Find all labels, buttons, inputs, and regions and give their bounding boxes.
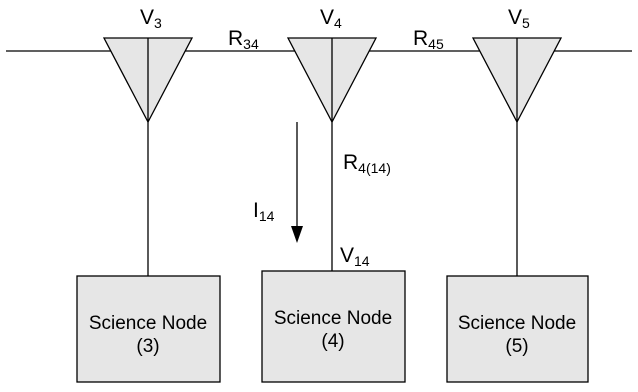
science-node-4-line2: (4) bbox=[321, 331, 344, 352]
science-node-3-line2: (3) bbox=[136, 336, 159, 357]
science-node-4-line1: Science Node bbox=[274, 308, 392, 329]
science-node-3: Science Node (3) bbox=[76, 275, 221, 383]
science-node-5-line2: (5) bbox=[505, 336, 528, 357]
voltage-label-v3: V3 bbox=[140, 6, 162, 31]
branching-unit-4 bbox=[286, 37, 378, 124]
science-node-3-line1: Science Node bbox=[89, 313, 207, 334]
science-node-5-line1: Science Node bbox=[458, 313, 576, 334]
current-arrow bbox=[291, 122, 303, 243]
voltage-label-v4: V4 bbox=[320, 6, 342, 31]
voltage-label-v14: V14 bbox=[340, 244, 370, 269]
science-node-4: Science Node (4) bbox=[261, 270, 406, 383]
voltage-label-v5: V5 bbox=[508, 6, 530, 31]
current-label-i14: I14 bbox=[253, 199, 275, 224]
resistance-label-r4-14: R4(14) bbox=[343, 151, 391, 176]
science-node-5: Science Node (5) bbox=[446, 275, 589, 383]
resistance-label-r45: R45 bbox=[413, 27, 444, 52]
branching-unit-5 bbox=[471, 37, 563, 124]
resistance-label-r34: R34 bbox=[228, 27, 259, 52]
branching-unit-3 bbox=[102, 37, 194, 124]
